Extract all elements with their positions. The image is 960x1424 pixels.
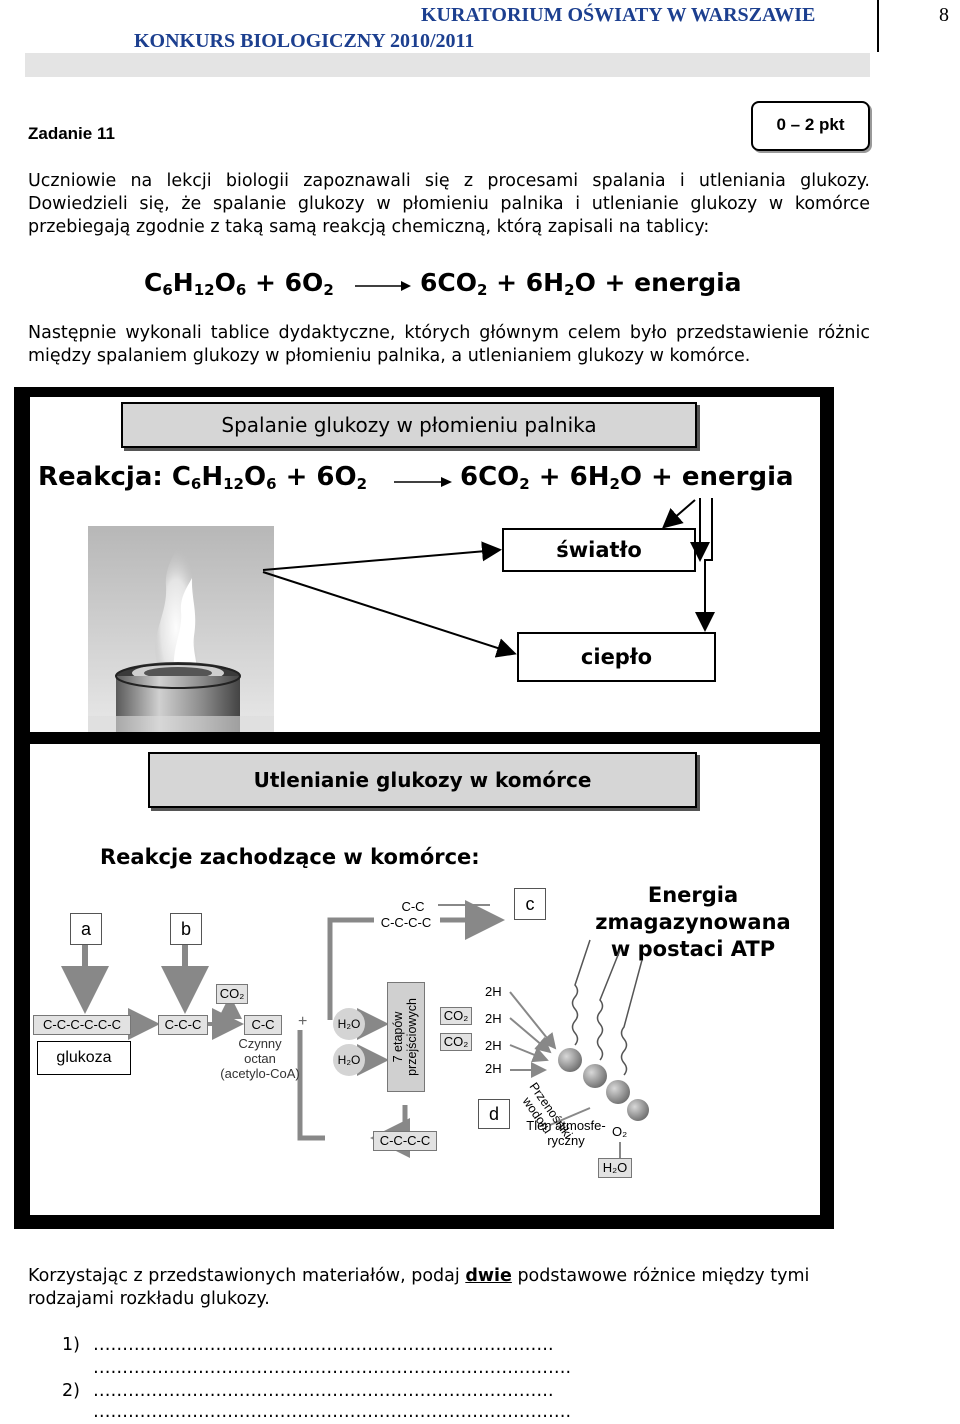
question-text-after: podstawowe różnice między tymi rodzajami…	[28, 1266, 810, 1309]
top-cc-chain: C-C	[388, 900, 438, 914]
burner-title: Spalanie glukozy w płomieniu palnika	[121, 402, 697, 448]
oxygen-line-2: ryczny	[547, 1133, 585, 1148]
glucose-chain: C-C-C-C-C-C	[33, 1015, 131, 1035]
question-emphasis: dwie	[465, 1266, 512, 1286]
question-paragraph: Korzystając z przedstawionych materiałów…	[28, 1265, 870, 1311]
label-b-box: b	[170, 913, 202, 945]
question-text-before: Korzystając z przedstawionych materiałów…	[28, 1266, 466, 1286]
co2-krebs-1: CO₂	[440, 1007, 472, 1025]
energy-line-1: Energia	[647, 883, 739, 907]
cell-respiration-diagram	[61, 900, 649, 1158]
acetyl-line-1: Czynny	[238, 1036, 282, 1051]
oxygen-label: Tlen atmosfe- ryczny	[520, 1118, 612, 1148]
two-h-4: 2H	[485, 1061, 502, 1076]
h2o-output: H₂O	[598, 1158, 632, 1178]
energy-line-3: w postaci ATP	[610, 937, 776, 961]
heat-box: ciepło	[517, 632, 716, 682]
h2o-circle-1: H₂O	[333, 1008, 365, 1040]
light-box: światło	[502, 528, 696, 572]
label-a-box: a	[70, 913, 102, 945]
burner-photo	[88, 526, 274, 732]
krebs-label: 7 etapów przejściowych	[391, 984, 419, 1090]
equation-arrow	[355, 281, 411, 291]
energy-line-2: zmagazynowana	[595, 910, 791, 934]
co2-top: CO₂	[216, 984, 248, 1004]
burner-reaction-arrow	[394, 477, 452, 487]
bottom-cccc-chain: C-C-C-C	[373, 1131, 437, 1151]
answer-number-2: 2)	[62, 1381, 80, 1401]
krebs-line-2: przejściowych	[405, 998, 419, 1076]
points-badge: 0 – 2 pkt	[751, 101, 870, 151]
answer-line-1b[interactable]: ……………………………………………………………………….	[93, 1358, 572, 1378]
burner-reaction-products: 6CO2 + 6H2O + energia	[460, 462, 794, 493]
two-carbon-chain: C-C	[244, 1015, 282, 1035]
energy-atp-label: Energia zmagazynowana w postaci ATP	[578, 882, 808, 963]
o2-label: O₂	[612, 1124, 628, 1139]
reactions-label: Reakcje zachodzące w komórce:	[100, 845, 480, 869]
answer-line-2b[interactable]: ……………………………………………………………………….	[93, 1402, 572, 1422]
header-institution: KURATORIUM OŚWIATY W WARSZAWIE	[421, 4, 816, 26]
co2-krebs-2: CO₂	[440, 1033, 472, 1051]
acetyl-line-3: (acetylo-CoA)	[220, 1066, 300, 1081]
krebs-line-1: 7 etapów	[391, 1011, 405, 1063]
burner-reaction: Reakcja: C6H12O6 + 6O2	[38, 462, 368, 493]
header-band	[25, 53, 870, 77]
label-c-box: c	[514, 888, 546, 920]
top-cccc-chain: C-C-C-C	[374, 915, 438, 931]
glucose-label-box: glukoza	[37, 1041, 131, 1075]
h2o-circle-2: H₂O	[333, 1044, 365, 1076]
two-h-1: 2H	[485, 984, 502, 999]
krebs-block	[387, 982, 425, 1092]
answer-line-1a[interactable]: …………………………………………………………………….	[93, 1335, 554, 1355]
page-number: 8	[939, 4, 949, 26]
header-divider	[877, 0, 879, 52]
header-contest: KONKURS BIOLOGICZNY 2010/2011	[134, 30, 475, 52]
acetyl-label: Czynny octan (acetylo-CoA)	[215, 1036, 305, 1081]
reaction-label: Reakcja:	[38, 462, 163, 492]
three-carbon-chain: C-C-C	[158, 1015, 208, 1035]
label-d-box: d	[478, 1099, 510, 1129]
plus-sign: +	[298, 1013, 308, 1030]
acetyl-line-2: octan	[244, 1051, 276, 1066]
equation-right: 6CO2 + 6H2O + energia	[420, 268, 742, 299]
oxygen-line-1: Tlen atmosfe-	[526, 1118, 606, 1133]
after-paragraph: Następnie wykonali tablice dydaktyczne, …	[28, 323, 870, 366]
answer-line-2a[interactable]: …………………………………………………………………….	[93, 1381, 554, 1401]
answer-number-1: 1)	[62, 1335, 80, 1355]
two-h-3: 2H	[485, 1038, 502, 1053]
two-h-2: 2H	[485, 1011, 502, 1026]
equation-left: C6H12O6 + 6O2	[144, 268, 334, 299]
task-title: Zadanie 11	[28, 124, 115, 143]
cell-title: Utlenianie glukozy w komórce	[148, 752, 697, 808]
intro-paragraph: Uczniowie na lekcji biologii zapoznawali…	[28, 171, 870, 237]
burner-arrows	[262, 498, 715, 658]
